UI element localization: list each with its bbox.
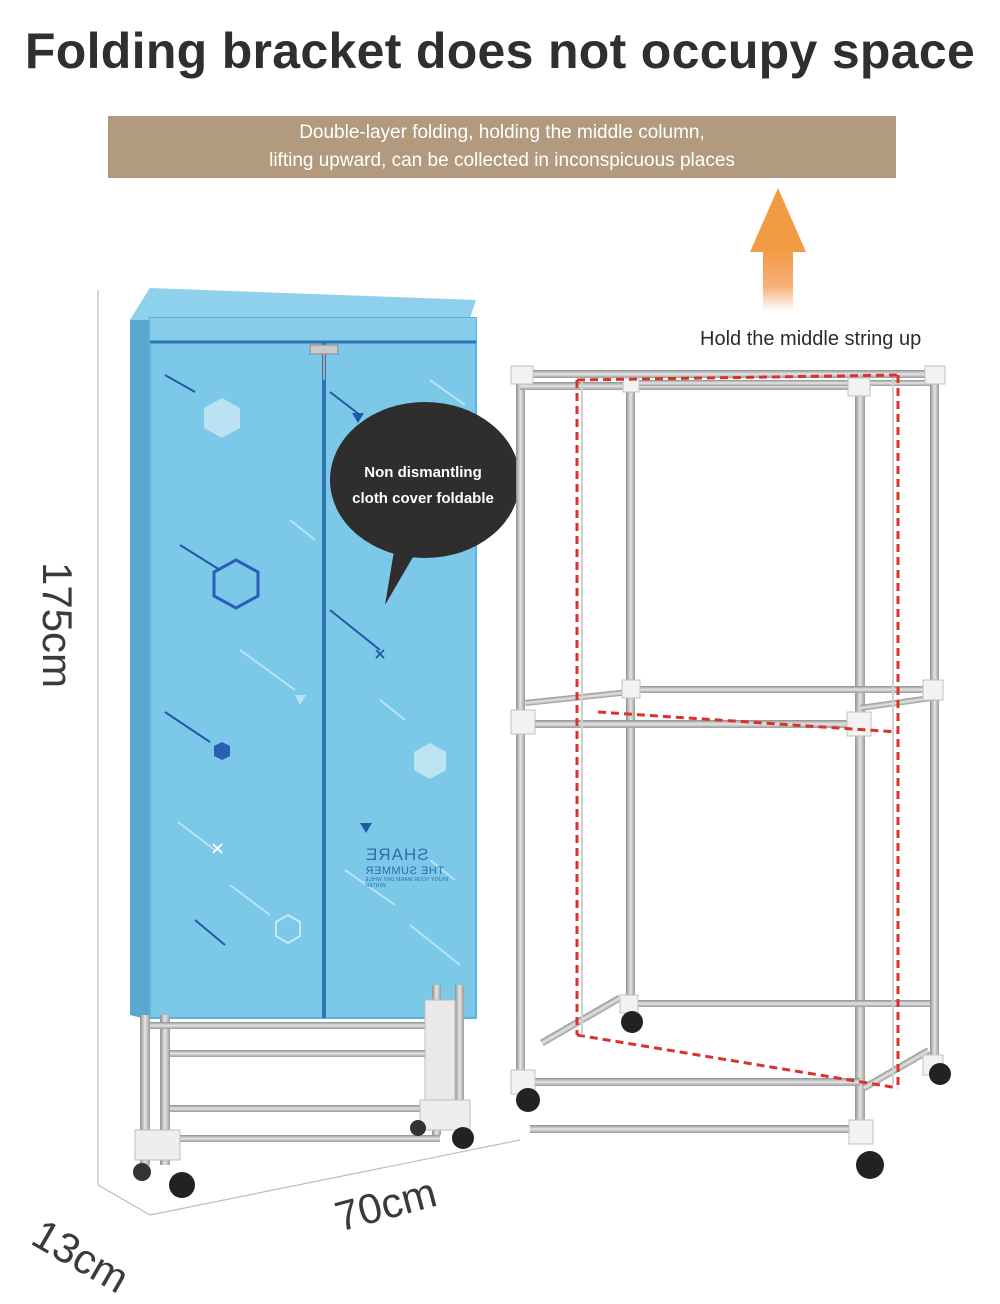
middle-column-highlight — [575, 373, 900, 1090]
height-label: 175cm — [34, 561, 81, 689]
dimension-lines — [97, 290, 521, 1216]
banner-line-2: lifting upward, can be collected in inco… — [269, 150, 735, 171]
page-title: Folding bracket does not occupy space — [24, 23, 976, 79]
open-frame — [510, 365, 951, 1179]
banner-line-1: Double-layer folding, holding the middle… — [299, 122, 705, 143]
hold-caption: Hold the middle string up — [700, 328, 922, 350]
up-arrow-icon — [750, 188, 806, 311]
bubble-line-1: Non dismantling — [364, 464, 482, 481]
bubble-line-2: cloth cover foldable — [352, 490, 494, 507]
cover-print-line-2: THE SUMMER — [365, 865, 444, 877]
middle-column-frame — [581, 378, 894, 1085]
speech-bubble — [330, 402, 520, 605]
cover-print: SHARE THE SUMMER ENJOY YOUR WARM DRY WHI… — [365, 845, 460, 889]
cover-print-line-1: SHARE — [365, 845, 429, 864]
height-dimension: 175cm — [32, 555, 82, 695]
description-banner: Double-layer folding, holding the middle… — [108, 116, 896, 178]
bubble-text: Non dismantling cloth cover foldable — [328, 460, 518, 512]
cover-print-line-3: ENJOY YOUR WARM DRY WHILE WINTER — [365, 877, 449, 889]
